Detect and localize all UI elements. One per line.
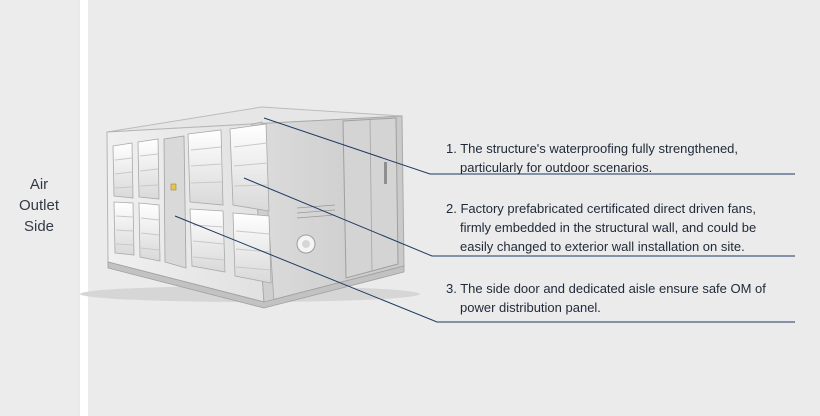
side-label-line-3: Side xyxy=(23,218,55,235)
callout-2-line-1: 2. Factory prefabricated certificated di… xyxy=(446,201,756,216)
fan-louvers-upper xyxy=(112,123,270,212)
callout-fans: 2. Factory prefabricated certificated di… xyxy=(446,199,796,256)
door-seam xyxy=(369,119,373,272)
leader-lines xyxy=(174,117,795,323)
louver-wall-door xyxy=(163,135,187,269)
callout-2-line-2: firmly embedded in the structural wall, … xyxy=(460,220,757,235)
callout-2-line-3: easily changed to exterior wall installa… xyxy=(460,239,745,254)
panel-divider xyxy=(80,0,88,416)
callout-3-line-2: power distribution panel. xyxy=(460,300,601,315)
leader-line-1 xyxy=(263,117,795,175)
door-handle xyxy=(384,162,387,184)
callout-side-door: 3. The side door and dedicated aisle ens… xyxy=(446,279,796,317)
left-panel xyxy=(0,0,78,416)
callout-1-line-1: 1. The structure's waterproofing fully s… xyxy=(446,141,739,156)
side-label: Air Outlet Side xyxy=(0,174,78,237)
callout-3-line-1: 3. The side door and dedicated aisle ens… xyxy=(446,281,766,296)
warning-sign-icon xyxy=(170,183,177,191)
callout-1-line-2: particularly for outdoor scenarios. xyxy=(460,160,653,175)
side-door xyxy=(342,117,399,279)
leader-line-3 xyxy=(174,215,795,323)
callout-waterproofing: 1. The structure's waterproofing fully s… xyxy=(446,139,796,177)
fan-louvers-lower xyxy=(113,201,272,284)
vent-core-icon xyxy=(302,240,310,248)
louver-slats xyxy=(114,142,271,271)
leader-line-2 xyxy=(243,177,795,257)
side-label-line-1: Air xyxy=(29,176,49,193)
warning-labels xyxy=(296,204,336,219)
side-label-line-2: Outlet xyxy=(18,197,60,214)
